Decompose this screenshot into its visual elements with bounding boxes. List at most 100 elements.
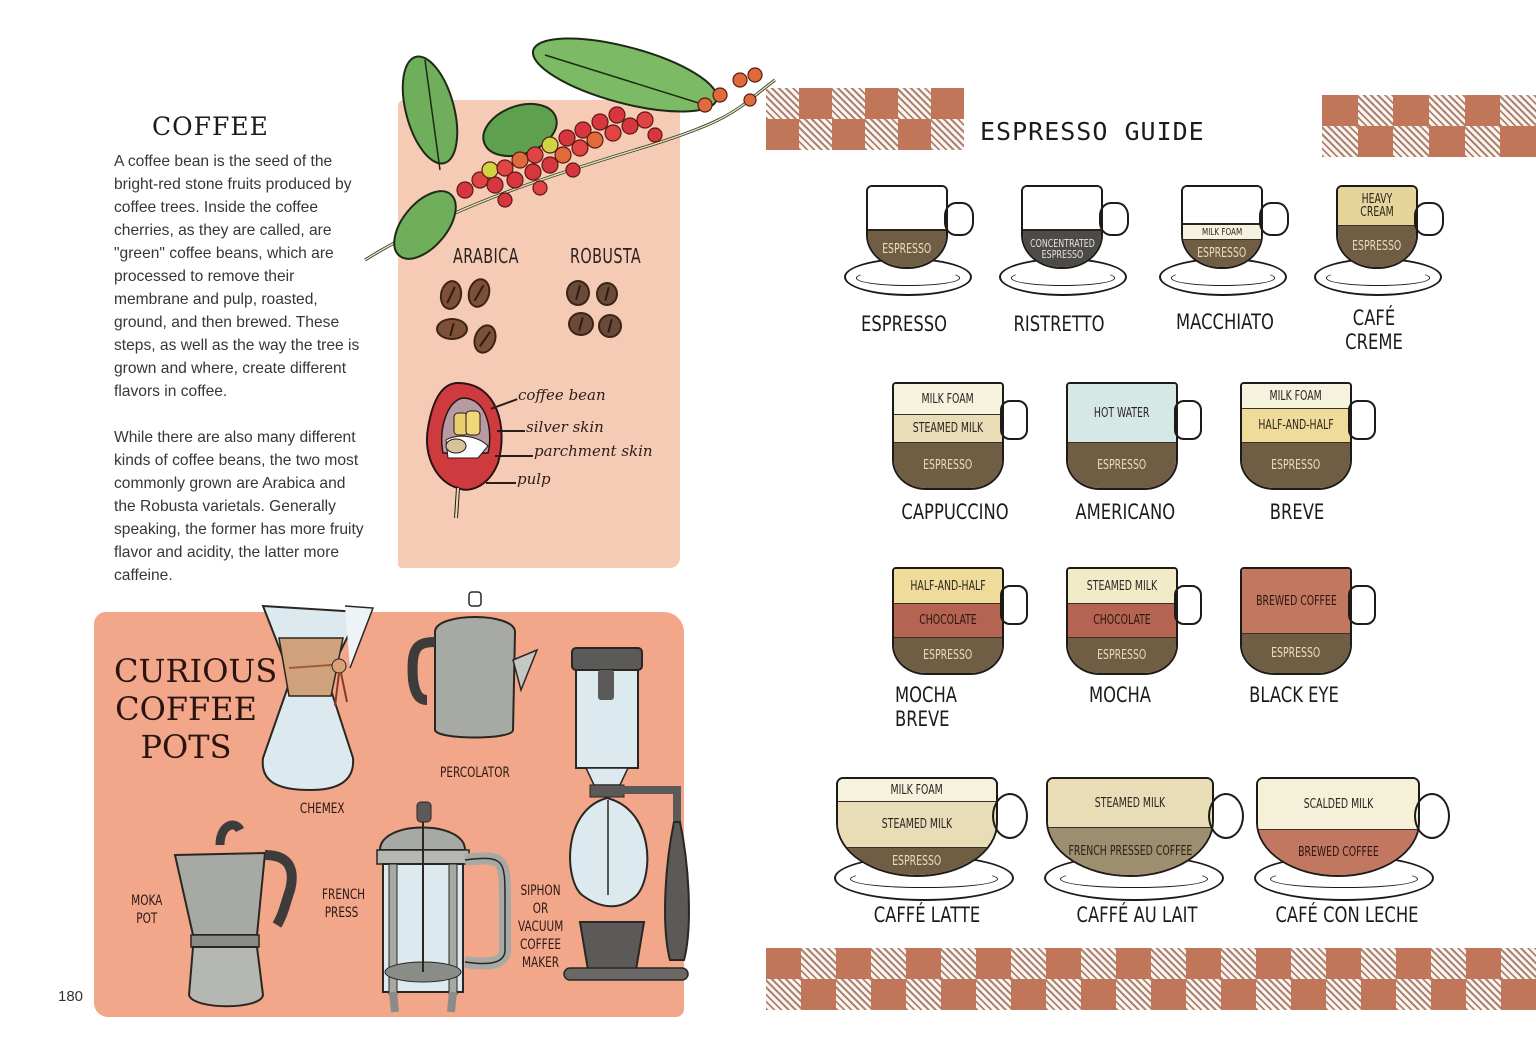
cup-handle-icon xyxy=(944,202,974,236)
cup-icon: BREWED COFFEE ESPRESSO xyxy=(1240,567,1352,675)
layer-label: STEAMED MILK xyxy=(1094,795,1166,811)
layer-label: ESPRESSO xyxy=(882,241,932,257)
drink-macchiato: MILK FOAM ESPRESSO MACCHIATO xyxy=(1155,180,1295,360)
layer-label: HEAVY CREAM xyxy=(1360,192,1394,220)
layer-label: HOT WATER xyxy=(1094,405,1150,421)
layer-label: HALF-AND-HALF xyxy=(910,578,986,594)
layer-label: ESPRESSO xyxy=(923,458,973,473)
cup-handle-icon xyxy=(1099,202,1129,236)
siphon-coffee-maker-icon xyxy=(563,647,690,981)
drink-name: RISTRETTO xyxy=(1013,312,1105,336)
espresso-guide-heading: ESPRESSO GUIDE xyxy=(980,117,1205,146)
pulp-annotation: pulp xyxy=(517,470,551,488)
page-number: 180 xyxy=(58,988,84,1005)
drink-cafe-creme: HEAVY CREAM ESPRESSO CAFÉ CREME xyxy=(1310,180,1450,360)
layer-label: ESPRESSO xyxy=(1097,458,1147,473)
drink-mocha: STEAMED MILK CHOCOLATE ESPRESSO MOCHA xyxy=(1062,565,1212,715)
curious-coffee-pots-heading: CURIOUS COFFEE POTS xyxy=(114,652,278,766)
drink-espresso: ESPRESSO ESPRESSO xyxy=(840,180,980,360)
cup-icon: STEAMED MILK CHOCOLATE ESPRESSO xyxy=(1066,567,1178,675)
layer-label: BREWED COFFEE xyxy=(1255,593,1337,609)
arabica-label: ARABICA xyxy=(453,244,519,268)
layer-label: STEAMED MILK xyxy=(1086,578,1158,594)
bean-varieties-paragraph: While there are also many different kind… xyxy=(114,429,364,584)
cup-icon: CONCENTRATED ESPRESSO xyxy=(1021,185,1103,269)
layer-label: CONCENTRATED ESPRESSO xyxy=(1029,237,1095,261)
moka-pot-label: MOKA POT xyxy=(131,893,163,927)
cup-handle-icon xyxy=(1208,793,1244,839)
layer-label: CHOCOLATE xyxy=(1093,613,1151,628)
cup-handle-icon xyxy=(1174,400,1202,440)
siphon-label: SIPHON OR VACUUM COFFEE MAKER xyxy=(518,883,564,971)
checker-border-bottom xyxy=(766,948,1536,1010)
cup-icon: HEAVY CREAM ESPRESSO xyxy=(1336,185,1418,269)
layer-label: SCALDED MILK xyxy=(1303,796,1373,812)
parchment-skin-annotation: parchment skin xyxy=(534,442,653,460)
drink-breve: MILK FOAM HALF-AND-HALF ESPRESSO BREVE xyxy=(1236,380,1386,530)
coffee-branch-illustration xyxy=(364,37,776,262)
drink-caffe-au-lait: STEAMED MILK FRENCH PRESSED COFFEE CAFFÉ… xyxy=(1042,775,1252,935)
coffee-bean-annotation: coffee bean xyxy=(518,386,606,404)
cup-handle-icon xyxy=(1000,400,1028,440)
cup-handle-icon xyxy=(1174,585,1202,625)
cup-handle-icon xyxy=(1414,793,1450,839)
cup-icon: STEAMED MILK FRENCH PRESSED COFFEE xyxy=(1046,777,1214,877)
checker-border-top-left xyxy=(766,88,964,150)
cup-icon: MILK FOAM HALF-AND-HALF ESPRESSO xyxy=(1240,382,1352,490)
moka-pot-icon xyxy=(173,820,297,1008)
cup-icon: MILK FOAM STEAMED MILK ESPRESSO xyxy=(892,382,1004,490)
cup-handle-icon xyxy=(1348,400,1376,440)
drink-name: MOCHA xyxy=(1089,683,1151,707)
cup-handle-icon xyxy=(1259,202,1289,236)
cup-handle-icon xyxy=(1348,585,1376,625)
cup-icon: ESPRESSO xyxy=(866,185,948,269)
layer-label: MILK FOAM xyxy=(921,391,975,407)
layer-label: ESPRESSO xyxy=(1271,458,1321,473)
layer-label: ESPRESSO xyxy=(923,648,973,663)
french-press-label: FRENCH PRESS xyxy=(322,887,366,921)
chemex-icon xyxy=(261,604,375,792)
layer-label: CHOCOLATE xyxy=(919,613,977,628)
layer-label: ESPRESSO xyxy=(1197,246,1247,261)
cup-icon: MILK FOAM STEAMED MILK ESPRESSO xyxy=(836,777,998,877)
percolator-icon xyxy=(407,591,539,739)
drink-name: CAFFÉ AU LAIT xyxy=(1076,903,1198,927)
coffee-cherry-cross-section-icon xyxy=(426,381,503,519)
drink-name: BREVE xyxy=(1269,500,1325,524)
drink-name: CAFÉ CON LECHE xyxy=(1275,903,1419,927)
layer-label: STEAMED MILK xyxy=(881,817,953,832)
layer-label: MILK FOAM xyxy=(890,782,944,798)
layer-label: ESPRESSO xyxy=(892,854,942,869)
drink-cappuccino: MILK FOAM STEAMED MILK ESPRESSO CAPPUCCI… xyxy=(888,380,1038,530)
chemex-label: CHEMEX xyxy=(299,801,345,817)
layer-label: BREWED COFFEE xyxy=(1297,845,1379,860)
percolator-label: PERCOLATOR xyxy=(440,765,510,781)
drink-name: CAFFÉ LATTE xyxy=(873,903,981,927)
arabica-beans-icon xyxy=(436,275,516,363)
drink-ristretto: CONCENTRATED ESPRESSO RISTRETTO xyxy=(995,180,1135,360)
drink-name: CAPPUCCINO xyxy=(901,500,1009,524)
cup-icon: HALF-AND-HALF CHOCOLATE ESPRESSO xyxy=(892,567,1004,675)
layer-label: ESPRESSO xyxy=(1097,648,1147,663)
layer-label: MILK FOAM xyxy=(1269,388,1323,404)
drink-name: MACCHIATO xyxy=(1176,310,1274,334)
cup-handle-icon xyxy=(1414,202,1444,236)
drink-cafe-con-leche: SCALDED MILK BREWED COFFEE CAFÉ CON LECH… xyxy=(1252,775,1462,935)
drink-caffe-latte: MILK FOAM STEAMED MILK ESPRESSO CAFFÉ LA… xyxy=(832,775,1032,935)
intro-paragraph: A coffee bean is the seed of the bright-… xyxy=(114,153,360,400)
layer-label: HALF-AND-HALF xyxy=(1258,418,1334,433)
layer-label: ESPRESSO xyxy=(1352,239,1402,254)
cup-handle-icon xyxy=(1000,585,1028,625)
drink-black-eye: BREWED COFFEE ESPRESSO BLACK EYE xyxy=(1236,565,1386,715)
cup-icon: MILK FOAM ESPRESSO xyxy=(1181,185,1263,269)
drink-americano: HOT WATER ESPRESSO AMERICANO xyxy=(1062,380,1212,530)
drink-name: ESPRESSO xyxy=(860,312,948,336)
cup-handle-icon xyxy=(992,793,1028,839)
french-press-icon xyxy=(376,801,511,1013)
layer-label: MILK FOAM xyxy=(1201,226,1243,238)
cup-icon: HOT WATER ESPRESSO xyxy=(1066,382,1178,490)
drink-name: AMERICANO xyxy=(1075,500,1176,524)
layer-label: ESPRESSO xyxy=(1271,646,1321,661)
layer-label: STEAMED MILK xyxy=(912,421,984,436)
silver-skin-annotation: silver skin xyxy=(526,418,604,436)
